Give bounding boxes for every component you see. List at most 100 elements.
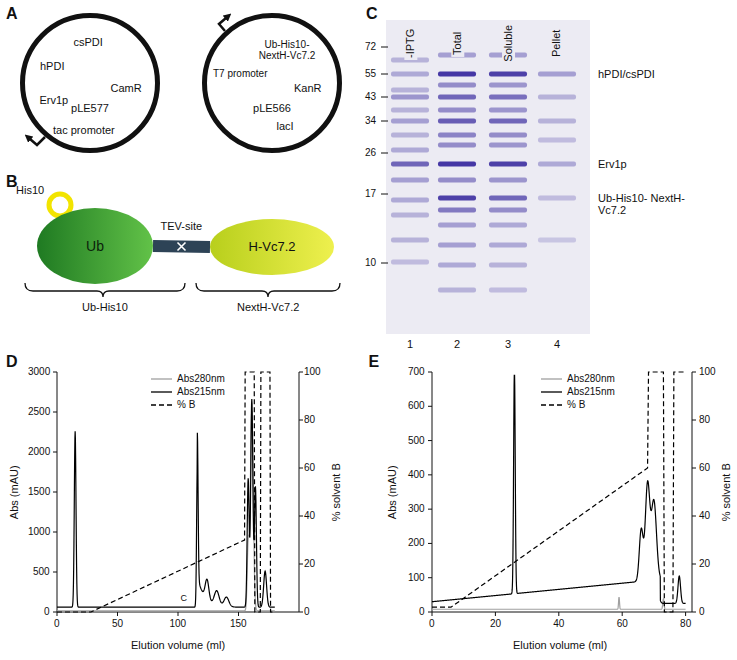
text-label: Ub-His10- NextH-Vc7.2 xyxy=(254,39,320,62)
axis-tick xyxy=(692,372,696,373)
text-label: 400 xyxy=(408,469,425,481)
marker-tick xyxy=(381,121,388,122)
text-label: 20 xyxy=(699,558,710,570)
text-label: 2500 xyxy=(28,406,50,418)
bracket xyxy=(196,283,340,297)
text-label: C xyxy=(181,593,188,603)
text-label: Pellet xyxy=(550,27,563,59)
legend-text: % B xyxy=(177,399,195,411)
text-label: 20 xyxy=(304,558,315,570)
chromatogram xyxy=(428,372,696,616)
legend-line-sample xyxy=(540,374,564,384)
legend-line xyxy=(541,378,562,379)
gel-band xyxy=(538,72,576,77)
axis-tick xyxy=(428,543,432,544)
text-label: KanR xyxy=(294,82,322,95)
text-label: 40 xyxy=(699,510,710,522)
axis-tick xyxy=(432,612,433,616)
text-label: 300 xyxy=(408,503,425,515)
legend-line-sample xyxy=(150,400,174,410)
text-label: 100 xyxy=(170,618,187,630)
legend-line xyxy=(151,404,172,405)
node-shape xyxy=(210,219,334,275)
text-label: 26 xyxy=(365,147,376,159)
gel-band xyxy=(438,83,476,88)
gel-band xyxy=(538,238,576,243)
text-label: 60 xyxy=(304,462,315,474)
axis-tick xyxy=(622,612,623,616)
text-label: 500 xyxy=(408,435,425,447)
node-shape xyxy=(205,16,340,151)
node-label: H-Vc7.2 xyxy=(249,240,296,255)
gel-band xyxy=(391,95,429,100)
axis-tick xyxy=(53,452,57,453)
gel-band xyxy=(391,198,429,203)
gel-background xyxy=(386,20,590,334)
node-shape xyxy=(37,208,153,284)
text-label: 200 xyxy=(408,537,425,549)
gel-band xyxy=(391,238,429,243)
gel-band xyxy=(489,263,527,268)
gel-band xyxy=(489,119,527,124)
gel-band xyxy=(438,263,476,268)
trace-line xyxy=(432,375,686,603)
text-label: 80 xyxy=(680,618,691,630)
gel-band xyxy=(489,208,527,213)
gel-band xyxy=(438,162,476,167)
trace-line xyxy=(57,399,275,607)
text-label: -IPTG xyxy=(404,26,417,59)
axis-tick xyxy=(428,406,432,407)
gel-band xyxy=(391,260,429,265)
legend-line-sample xyxy=(540,400,564,410)
text-label: 700 xyxy=(408,366,425,378)
text-label: 100 xyxy=(304,366,321,378)
legend-text: Abs280nm xyxy=(567,373,615,385)
text-label: 2 xyxy=(454,338,460,351)
axis-tick xyxy=(692,468,696,469)
text-label: 100 xyxy=(408,572,425,584)
text-label: 2000 xyxy=(28,446,50,458)
gel-band xyxy=(489,243,527,248)
axis-tick xyxy=(428,509,432,510)
gel-band xyxy=(438,208,476,213)
axis-tick xyxy=(428,577,432,578)
gel-band xyxy=(438,133,476,138)
text-label: Erv1p xyxy=(598,158,627,171)
trace-line xyxy=(57,411,275,611)
text-label: csPDI xyxy=(74,36,103,49)
protein-domain: Ub xyxy=(37,208,153,284)
text-label: Abs (mAU) xyxy=(386,465,399,519)
axis-tick xyxy=(238,612,239,616)
text-label: Total xyxy=(451,29,464,56)
axis-tick xyxy=(178,612,179,616)
axis-tick xyxy=(53,532,57,533)
text-label: 17 xyxy=(365,188,376,200)
axis-tick xyxy=(428,372,432,373)
gel-band xyxy=(391,72,429,77)
gel-band xyxy=(391,133,429,138)
text-label: 0 xyxy=(699,606,705,618)
gel-band xyxy=(438,223,476,228)
text-label: 1000 xyxy=(28,526,50,538)
node-label: pLE566 xyxy=(253,102,291,115)
marker-tick xyxy=(381,194,388,195)
axis-frame xyxy=(57,372,299,612)
legend-text: Abs215nm xyxy=(567,386,615,398)
text-label: % solvent B xyxy=(330,463,343,521)
axis-tick xyxy=(53,372,57,373)
marker-tick xyxy=(381,153,388,154)
panel-letter: A xyxy=(6,5,18,23)
legend-item: Abs215nm xyxy=(538,386,617,398)
text-label: 0 xyxy=(304,606,310,618)
gel-band xyxy=(538,138,576,143)
text-label: 4 xyxy=(554,338,560,351)
axis-tick xyxy=(299,516,303,517)
axis-tick xyxy=(428,440,432,441)
axis-tick xyxy=(299,564,303,565)
text-label: 100 xyxy=(699,366,716,378)
gel-band xyxy=(391,108,429,113)
text-label: 20 xyxy=(490,618,501,630)
gel-band xyxy=(391,178,429,183)
legend-line xyxy=(541,391,562,392)
text-label: hPDI/csPDI xyxy=(598,68,655,81)
